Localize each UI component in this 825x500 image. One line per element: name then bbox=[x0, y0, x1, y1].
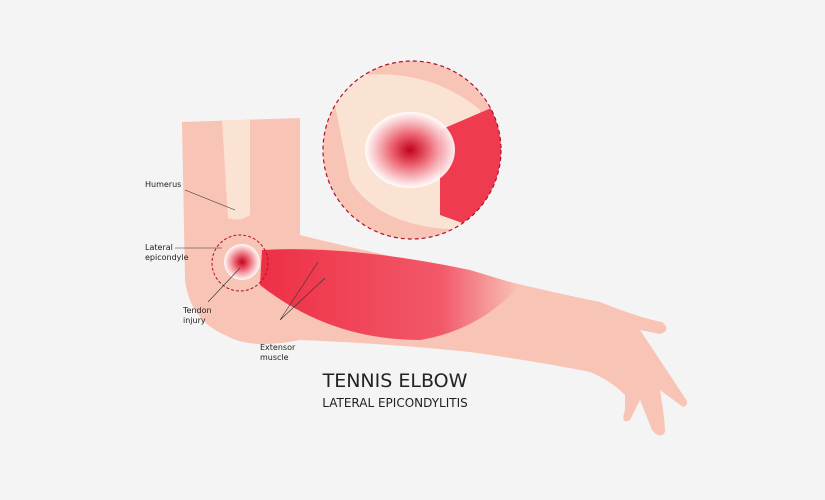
label-line: muscle bbox=[260, 353, 289, 362]
label-line: Tendon bbox=[183, 306, 212, 315]
label-line: injury bbox=[183, 316, 206, 325]
label-line: Extensor bbox=[260, 343, 296, 352]
extensor-muscle bbox=[260, 249, 520, 340]
humerus-bone bbox=[222, 120, 250, 220]
label-line: epicondyle bbox=[145, 253, 189, 262]
magnified-view bbox=[323, 61, 501, 239]
elbow-detail-circle bbox=[211, 234, 269, 292]
page-subtitle: LATERAL EPICONDYLITIS bbox=[322, 396, 468, 410]
label-humerus: Humerus bbox=[145, 180, 182, 189]
elbow-injury bbox=[224, 244, 260, 280]
page-title: TENNIS ELBOW bbox=[322, 370, 468, 392]
label-line: Lateral bbox=[145, 243, 173, 252]
